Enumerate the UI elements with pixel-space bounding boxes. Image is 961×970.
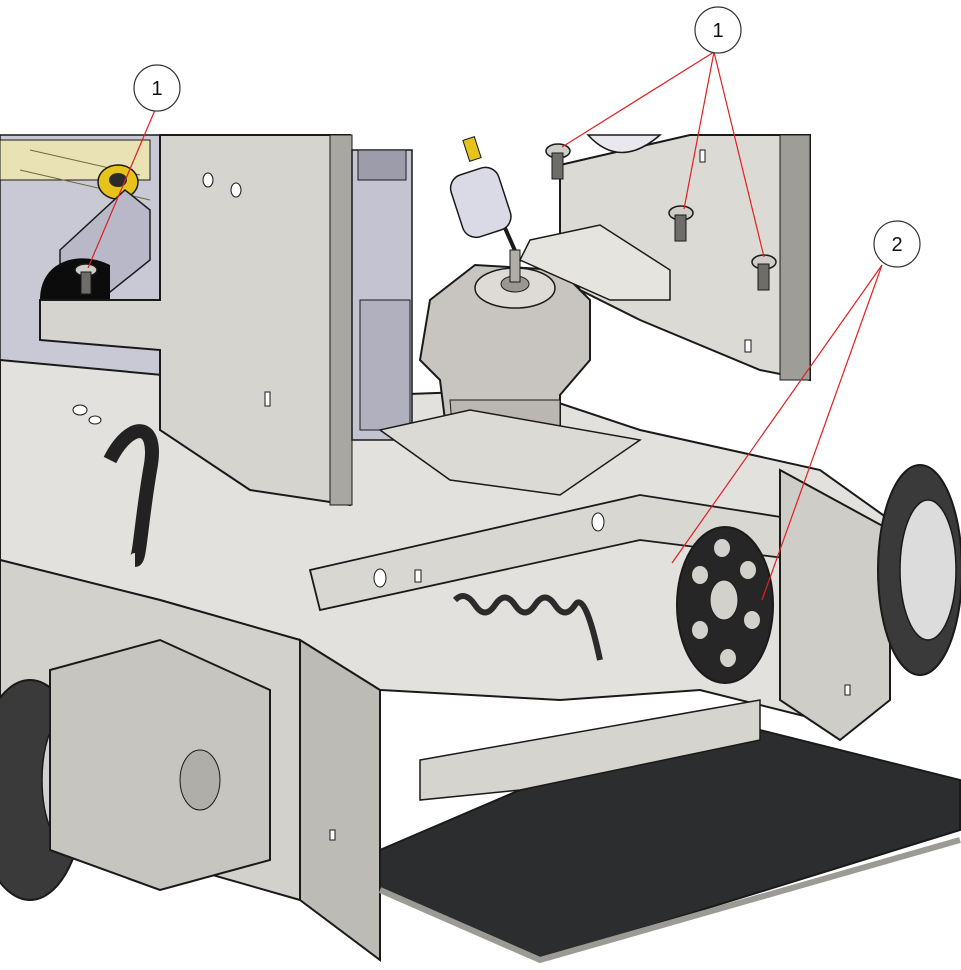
callout-label: 1 (151, 78, 162, 100)
tension-spring (452, 593, 603, 661)
leader-1-b (683, 51, 715, 210)
left-gearbox (49, 638, 271, 892)
belt (103, 424, 159, 567)
leader-1-a (561, 51, 715, 148)
leader-1-c (713, 51, 765, 258)
callout-1-left: 1 (133, 64, 181, 112)
left-upright-plate (39, 134, 353, 507)
wheel-hub-plate (676, 526, 774, 684)
callout-label: 1 (712, 20, 723, 42)
callout-label: 2 (891, 234, 902, 256)
yellow-cap (97, 164, 139, 200)
bolt-top-right-2 (668, 205, 694, 242)
right-wheel (877, 464, 961, 676)
bolt-top-right-1 (545, 143, 571, 180)
leader-1-left (87, 109, 156, 269)
fuel-filter (449, 136, 522, 263)
footplate (378, 699, 961, 964)
drive-motor (351, 149, 413, 441)
bolt-left (74, 263, 98, 295)
callout-1-top-right: 1 (694, 6, 742, 54)
leader-2-a (671, 264, 883, 564)
right-upright-bracket (518, 134, 811, 382)
pump-mount-plate (378, 409, 642, 496)
leader-lines (87, 51, 883, 601)
callout-2-right: 2 (873, 220, 921, 268)
leader-2-b (761, 264, 883, 601)
